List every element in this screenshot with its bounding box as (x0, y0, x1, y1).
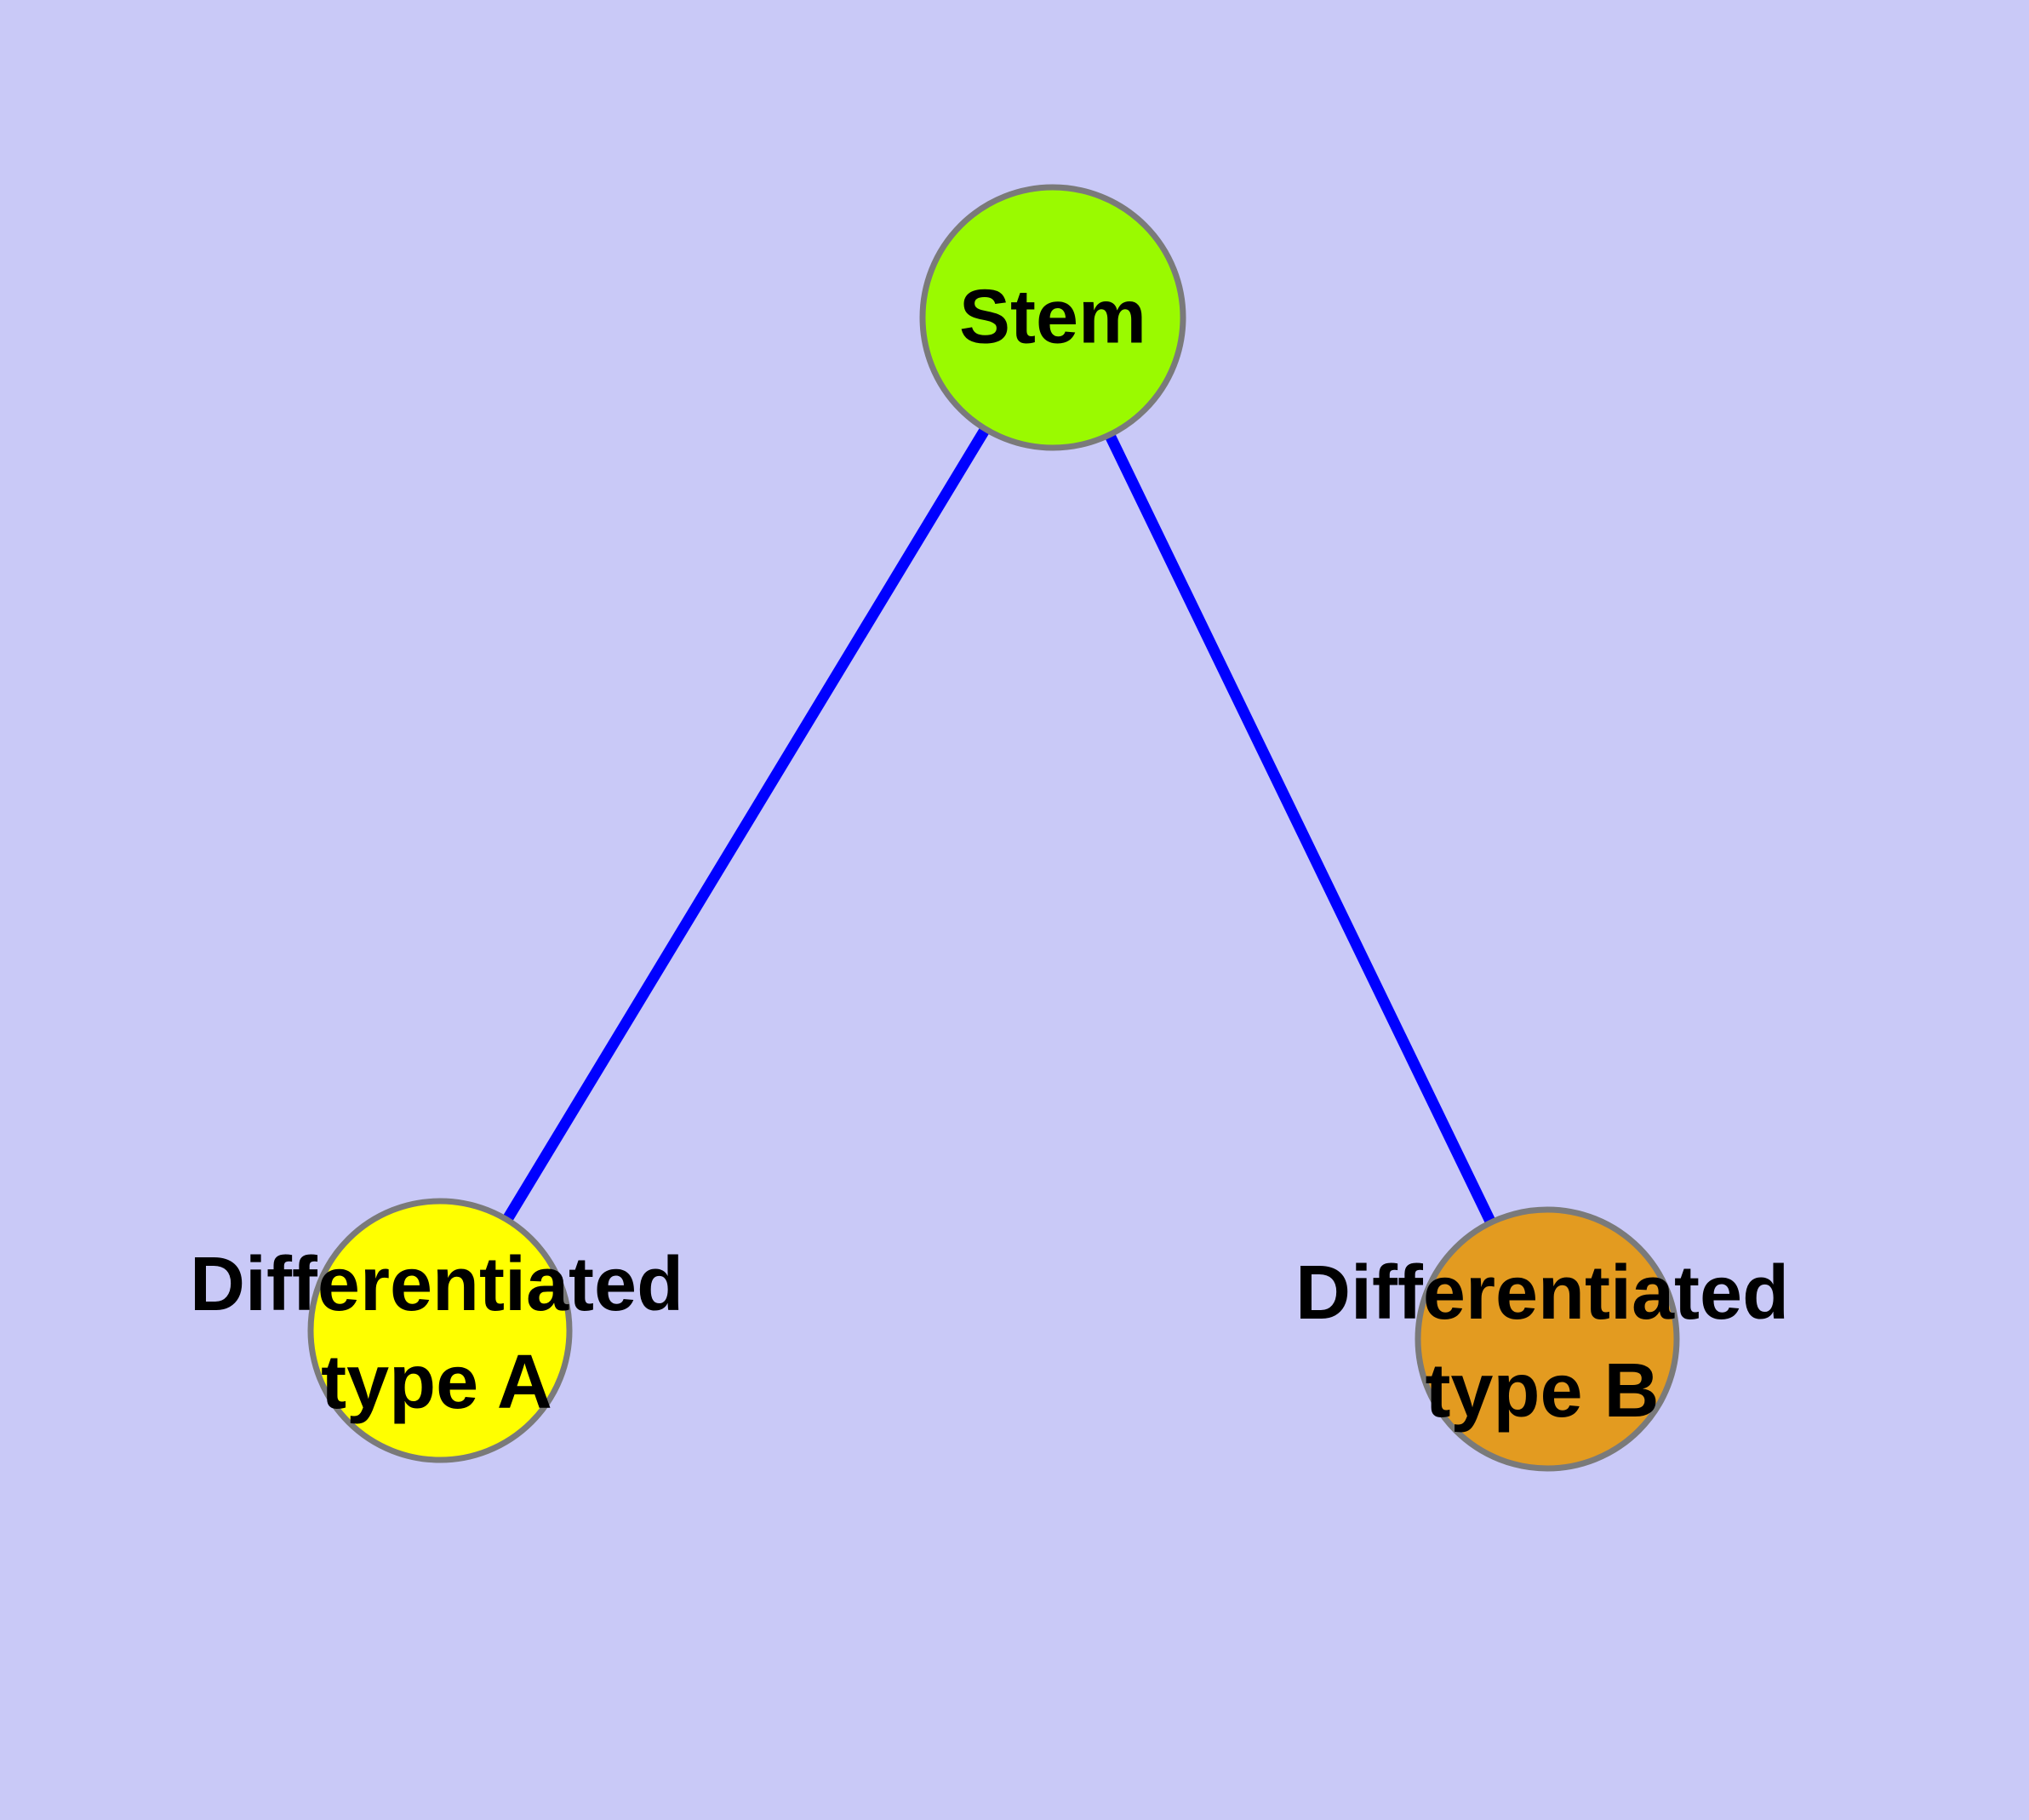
edge-stem-to-type-b (1048, 315, 1552, 1342)
node-stem (919, 184, 1186, 451)
node-type-a (307, 1198, 573, 1463)
edge-stem-to-type-a (435, 314, 1058, 1334)
node-type-b (1415, 1206, 1680, 1472)
